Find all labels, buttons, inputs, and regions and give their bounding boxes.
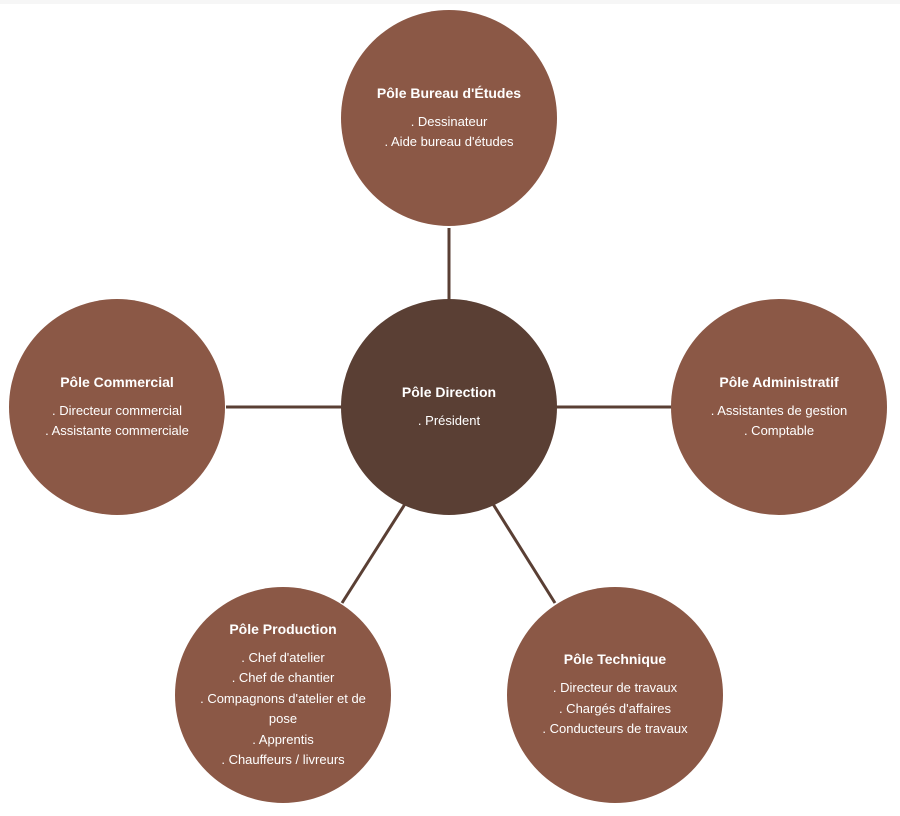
node-items: . Dessinateur . Aide bureau d'études (385, 112, 514, 153)
node-administratif: Pôle Administratif . Assistantes de gest… (671, 299, 887, 515)
node-title: Pôle Direction (401, 383, 497, 400)
node-item: . Chauffeurs / livreurs (221, 752, 345, 767)
node-direction: Pôle Direction . Président (341, 299, 557, 515)
node-items: . Directeur de travaux . Chargés d'affai… (542, 678, 687, 740)
node-item: . Apprentis (252, 731, 314, 747)
node-title: Pôle Production (229, 620, 337, 637)
node-commercial: Pôle Commercial . Directeur commercial .… (9, 299, 225, 515)
node-item: . Chef d'atelier (241, 649, 325, 665)
node-technique: Pôle Technique . Directeur de travaux . … (507, 587, 723, 803)
node-item: . Directeur commercial (51, 402, 183, 418)
node-items: . Assistantes de gestion . Comptable (711, 401, 848, 442)
node-title: Pôle Commercial (60, 373, 174, 390)
node-item: . Assistante commerciale (45, 423, 189, 438)
node-item: . Aide bureau d'études (384, 134, 514, 149)
node-title: Pôle Technique (563, 651, 667, 668)
node-item: . Président (417, 412, 481, 428)
node-item: . Dessinateur (410, 113, 488, 129)
node-title: Pôle Administratif (719, 373, 839, 390)
node-item: . Chargés d'affaires (558, 700, 672, 716)
node-title: Pôle Bureau d'Études (376, 84, 522, 101)
node-items: . Directeur commercial . Assistante comm… (45, 401, 189, 442)
node-item: . Chef de chantier (231, 670, 335, 685)
connector-technique (491, 503, 557, 604)
node-item: . Comptable (743, 423, 815, 438)
node-item: . Compagnons d'atelier et de pose (200, 690, 366, 727)
top-band (0, 0, 900, 4)
node-item: . Directeur de travaux (552, 680, 678, 696)
node-production: Pôle Production . Chef d'atelier . Chef … (175, 587, 391, 803)
connector-production (340, 503, 407, 604)
node-items: . Chef d'atelier . Chef de chantier . Co… (189, 648, 377, 771)
node-item: . Assistantes de gestion (710, 402, 848, 418)
node-items: . Président (418, 411, 480, 432)
node-bureau-etudes: Pôle Bureau d'Études . Dessinateur . Aid… (341, 10, 557, 226)
node-item: . Conducteurs de travaux (542, 721, 688, 737)
